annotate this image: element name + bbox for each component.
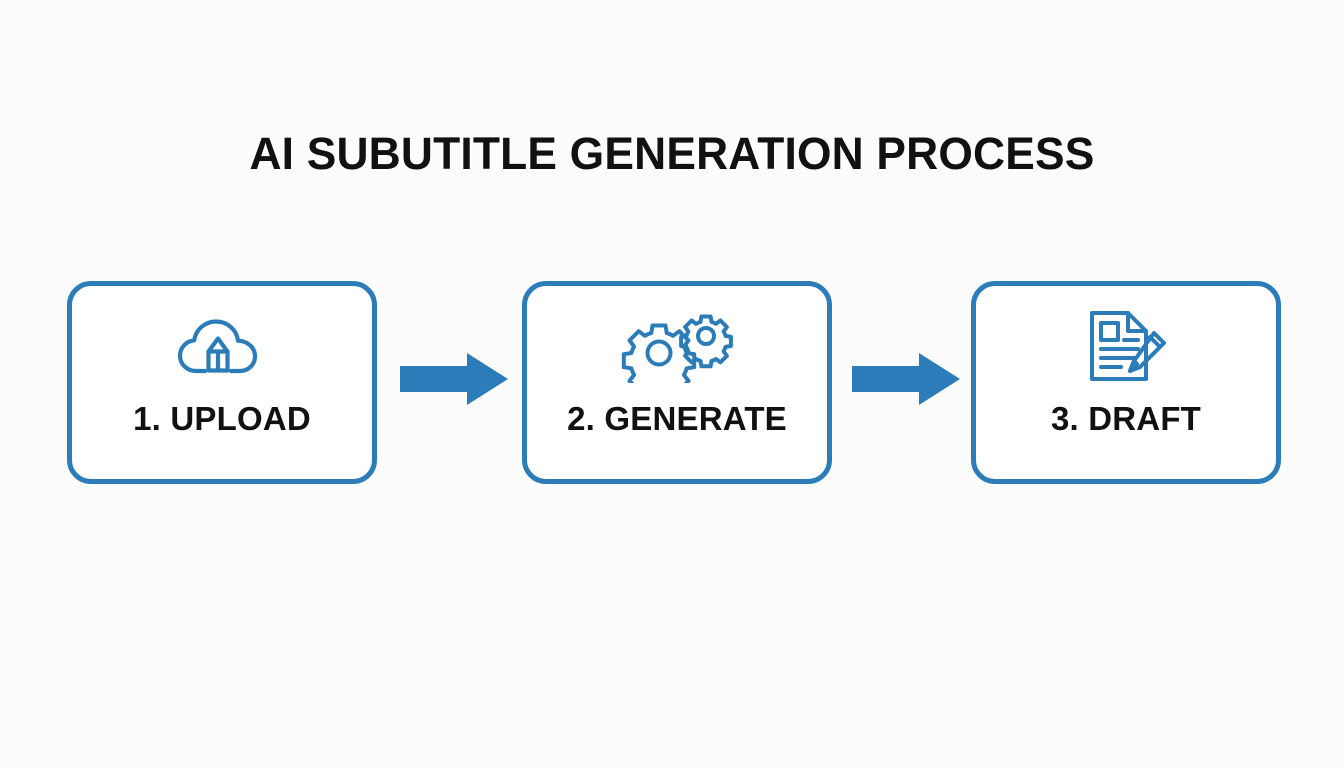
step-label-upload: 1. UPLOAD [133,400,311,437]
step-label-generate: 2. GENERATE [567,400,787,437]
arrow-right-icon-1 [399,352,509,406]
step-card-upload[interactable]: 1. UPLOAD [67,281,377,484]
arrow-right-icon-2 [851,352,961,406]
document-pencil-icon [1076,310,1176,382]
step-label-draft: 3. DRAFT [1050,400,1202,437]
page-title: AI SUBUTITLE GENERATION PROCESS [249,128,1095,179]
step-card-generate[interactable]: 2. GENERATE [522,281,832,484]
cloud-upload-icon [174,310,270,382]
step-card-draft[interactable]: 3. DRAFT [971,281,1281,484]
gears-icon [621,310,733,383]
